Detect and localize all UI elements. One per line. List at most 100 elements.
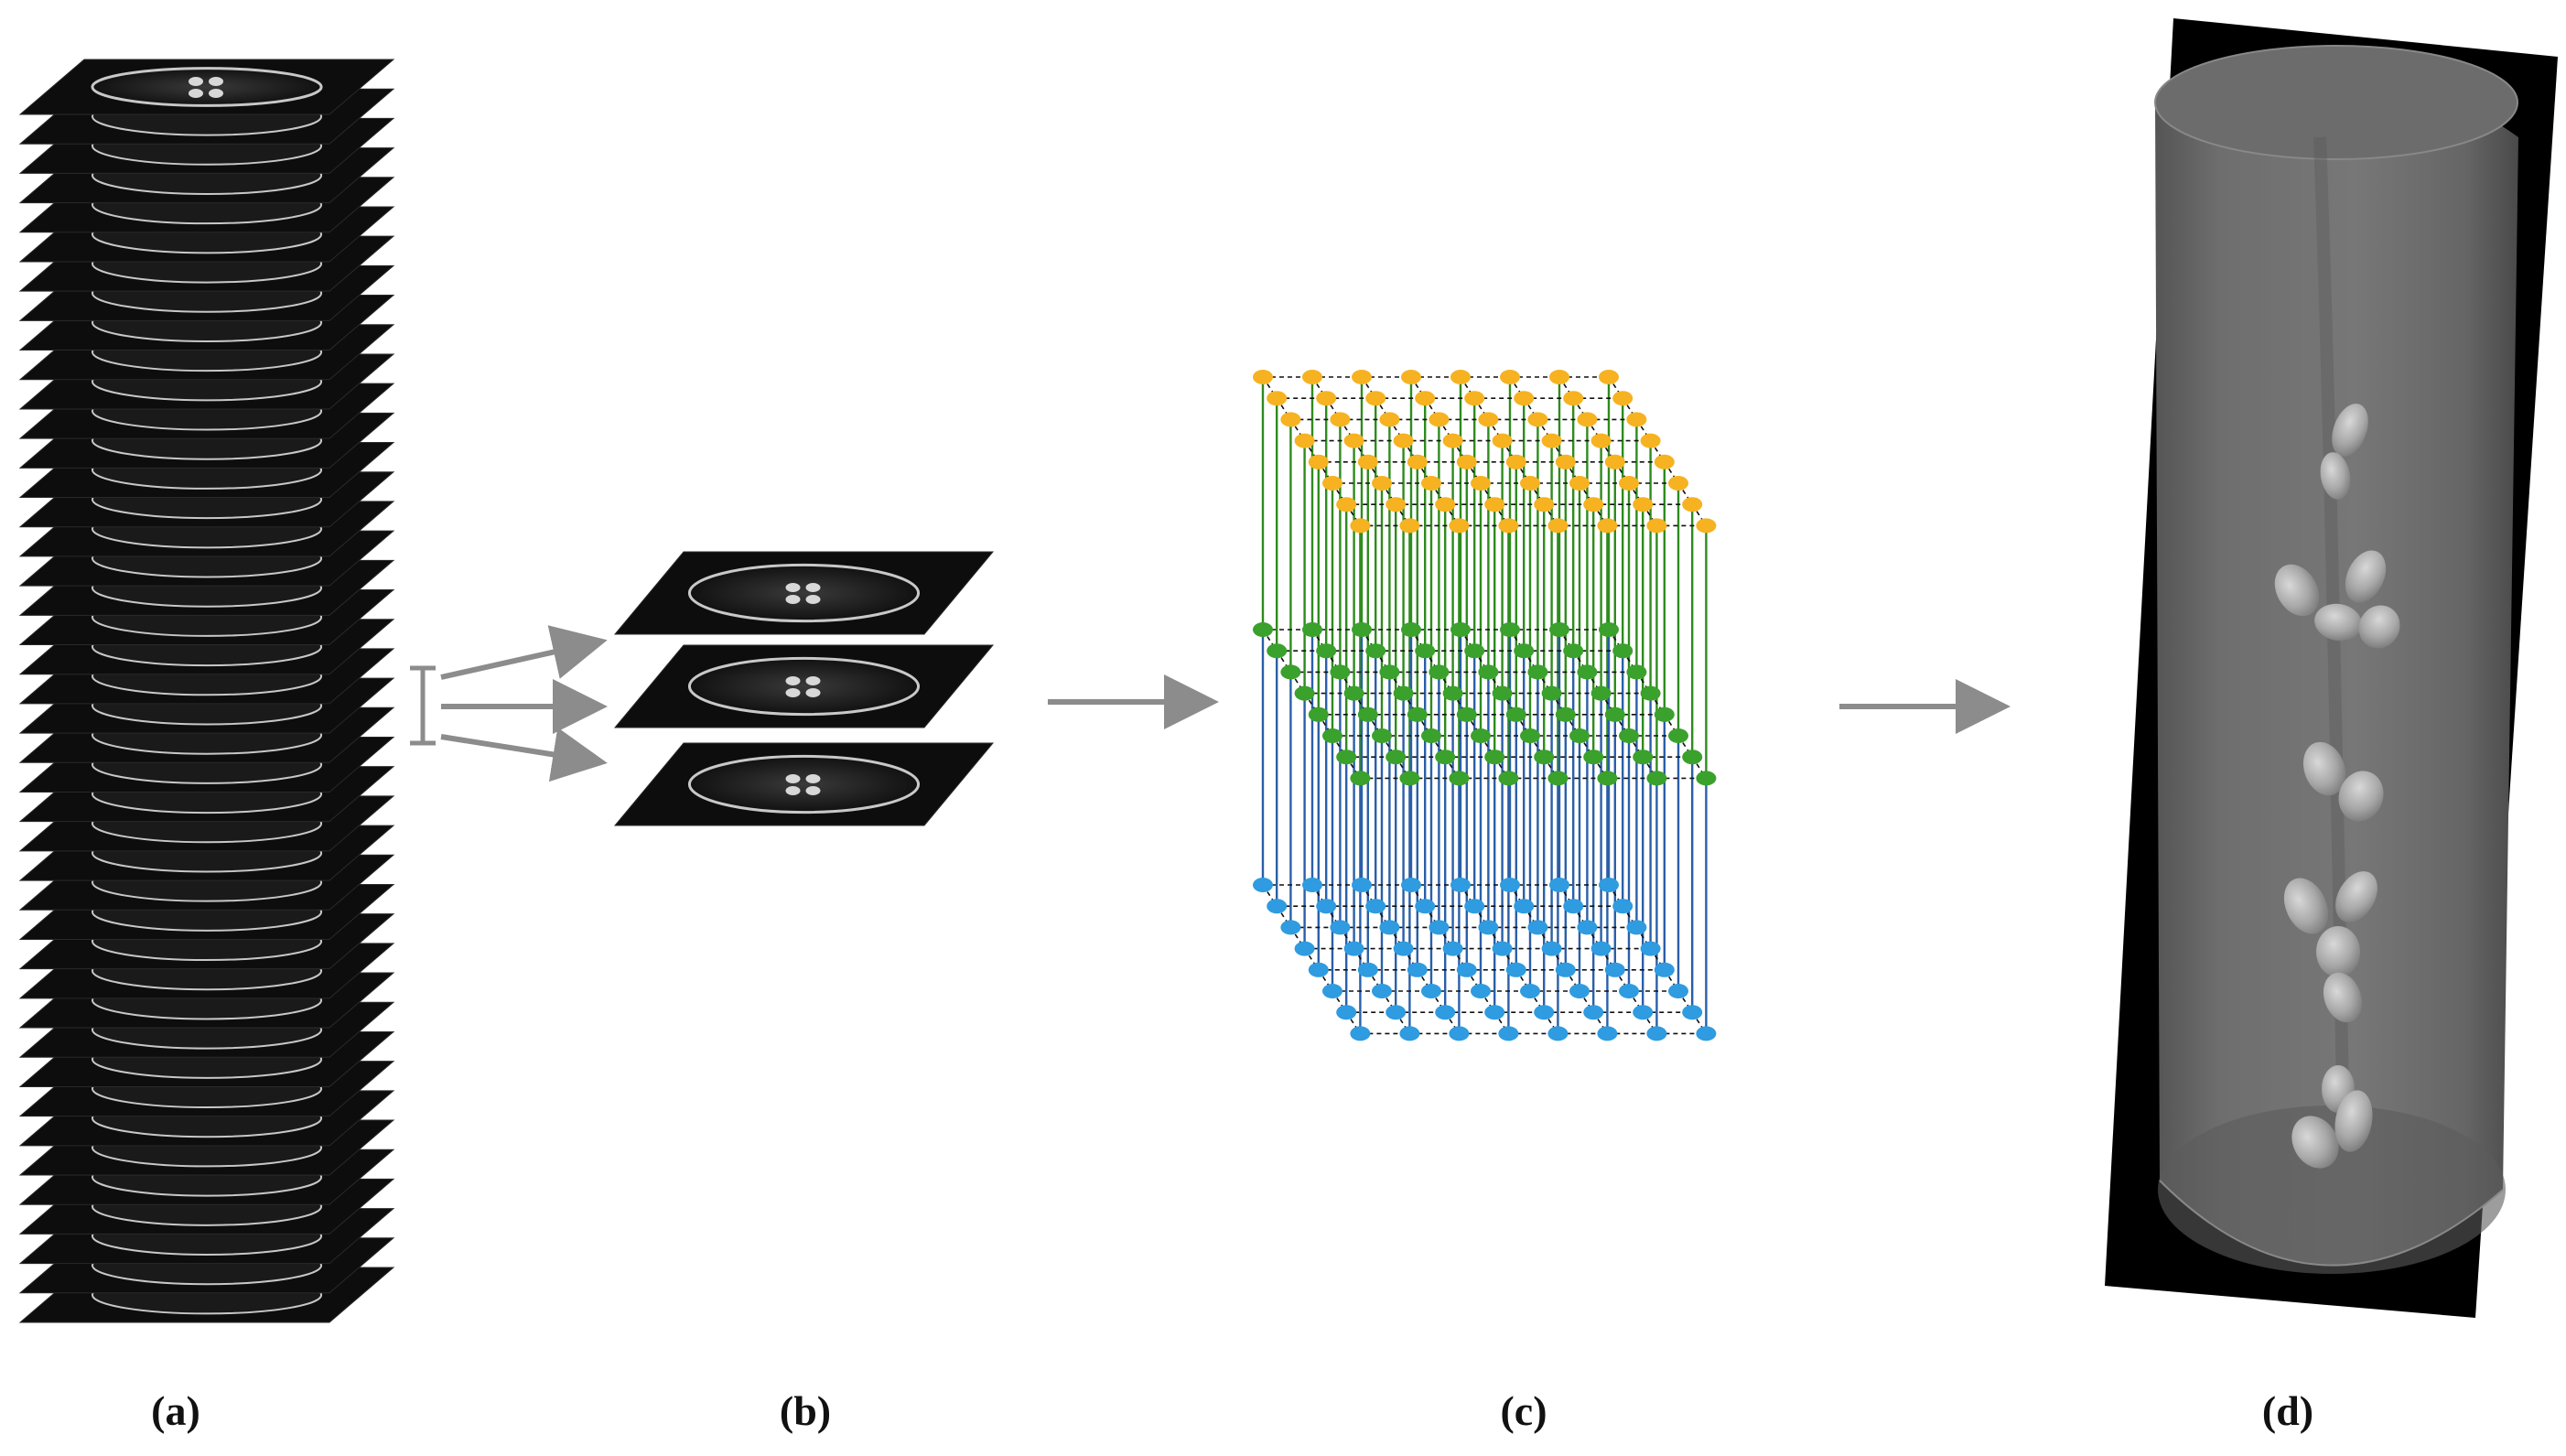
voxel-node — [1534, 497, 1555, 512]
voxel-node — [1450, 622, 1471, 637]
voxel-node — [1604, 706, 1625, 722]
voxel-node — [1429, 412, 1450, 427]
voxel-node — [1322, 728, 1342, 743]
voxel-node — [1393, 433, 1414, 448]
voxel-node — [1350, 771, 1371, 786]
voxel-node — [1435, 497, 1456, 512]
voxel-node — [1514, 643, 1535, 659]
voxel-node — [1308, 706, 1329, 722]
voxel-node — [1646, 1026, 1667, 1041]
volume-rendering — [2105, 18, 2558, 1318]
voxel-node — [1308, 962, 1329, 977]
voxel-node — [1372, 728, 1392, 743]
voxel-node — [1682, 1005, 1703, 1020]
voxel-node — [1294, 433, 1315, 448]
voxel-node — [1401, 878, 1421, 892]
voxel-node — [1267, 643, 1288, 659]
selected-slice — [613, 644, 995, 728]
voxel-node — [1668, 984, 1688, 998]
voxel-node — [1514, 899, 1535, 914]
voxel-node — [1478, 412, 1499, 427]
seed — [2338, 771, 2384, 822]
voxel-node — [1520, 984, 1540, 998]
voxel-node — [1450, 370, 1471, 384]
voxel-node — [1435, 1005, 1456, 1020]
voxel-node — [1379, 412, 1400, 427]
voxel-node — [1415, 899, 1436, 914]
voxel-node — [1563, 643, 1584, 659]
voxel-node — [1478, 664, 1499, 680]
voxel-node — [1442, 685, 1463, 701]
voxel-node — [1604, 454, 1625, 469]
voxel-node — [1547, 771, 1569, 786]
voxel-node — [1696, 1026, 1717, 1041]
voxel-node — [1294, 941, 1315, 956]
voxel-node — [1302, 622, 1322, 637]
voxel-node — [1633, 1005, 1654, 1020]
voxel-node — [1541, 685, 1562, 701]
voxel-node — [1577, 920, 1598, 935]
voxel-node — [1619, 476, 1639, 491]
voxel-node — [1599, 370, 1619, 384]
voxel-node — [1640, 941, 1661, 956]
voxel-node — [1379, 920, 1400, 935]
voxel-node — [1541, 941, 1562, 956]
voxel-node — [1308, 454, 1329, 469]
seed — [2283, 878, 2329, 934]
voxel-node — [1450, 878, 1471, 892]
voxel-node — [1597, 518, 1618, 534]
voxel-node — [1534, 750, 1555, 765]
arrow-to-slice-top — [440, 625, 608, 680]
panel-label-c: (c) — [1500, 1387, 1547, 1434]
voxel-node — [1583, 1005, 1604, 1020]
voxel-node — [1456, 962, 1477, 977]
voxel-node — [1449, 771, 1470, 786]
voxel-layer — [1253, 878, 1717, 1041]
voxel-node — [1352, 370, 1372, 384]
voxel-node — [1633, 750, 1654, 765]
voxel-node — [1464, 391, 1485, 406]
voxel-node — [1640, 685, 1661, 701]
voxel-node — [1569, 476, 1590, 491]
seed — [2274, 564, 2320, 617]
voxel-node — [1478, 920, 1499, 935]
voxel-node — [1500, 370, 1520, 384]
seed-cluster — [2274, 404, 2400, 1169]
voxel-node — [1352, 878, 1372, 892]
voxel-node — [1577, 664, 1598, 680]
voxel-node — [1563, 899, 1584, 914]
voxel-node — [1520, 476, 1540, 491]
voxel-node — [1547, 1026, 1569, 1041]
voxel-layer — [1253, 622, 1717, 786]
voxel-node — [1464, 899, 1485, 914]
voxel-node — [1385, 750, 1407, 765]
voxel-node — [1294, 685, 1315, 701]
voxel-node — [1626, 664, 1647, 680]
voxel-node — [1599, 878, 1619, 892]
voxel-node — [1407, 454, 1428, 469]
voxel-node — [1343, 685, 1364, 701]
voxel-node — [1626, 412, 1647, 427]
seed — [2291, 1116, 2339, 1169]
voxel-node — [1280, 412, 1301, 427]
voxel-node — [1343, 941, 1364, 956]
arrow-to-slice-bottom — [440, 727, 608, 782]
voxel-node — [1583, 497, 1604, 512]
voxel-node — [1612, 899, 1633, 914]
panel-label-b: (b) — [779, 1387, 832, 1434]
voxel-node — [1612, 391, 1633, 406]
voxel-node — [1541, 433, 1562, 448]
voxel-node — [1492, 685, 1513, 701]
voxel-node — [1372, 476, 1392, 491]
voxel-node — [1372, 984, 1392, 998]
voxel-node — [1555, 454, 1576, 469]
voxel-node — [1365, 643, 1386, 659]
voxel-node — [1492, 433, 1513, 448]
voxel-node — [1316, 899, 1337, 914]
voxel-node — [1549, 878, 1569, 892]
voxel-node — [1401, 370, 1421, 384]
voxel-node — [1569, 728, 1590, 743]
voxel-node — [1421, 984, 1441, 998]
voxel-node — [1330, 664, 1351, 680]
